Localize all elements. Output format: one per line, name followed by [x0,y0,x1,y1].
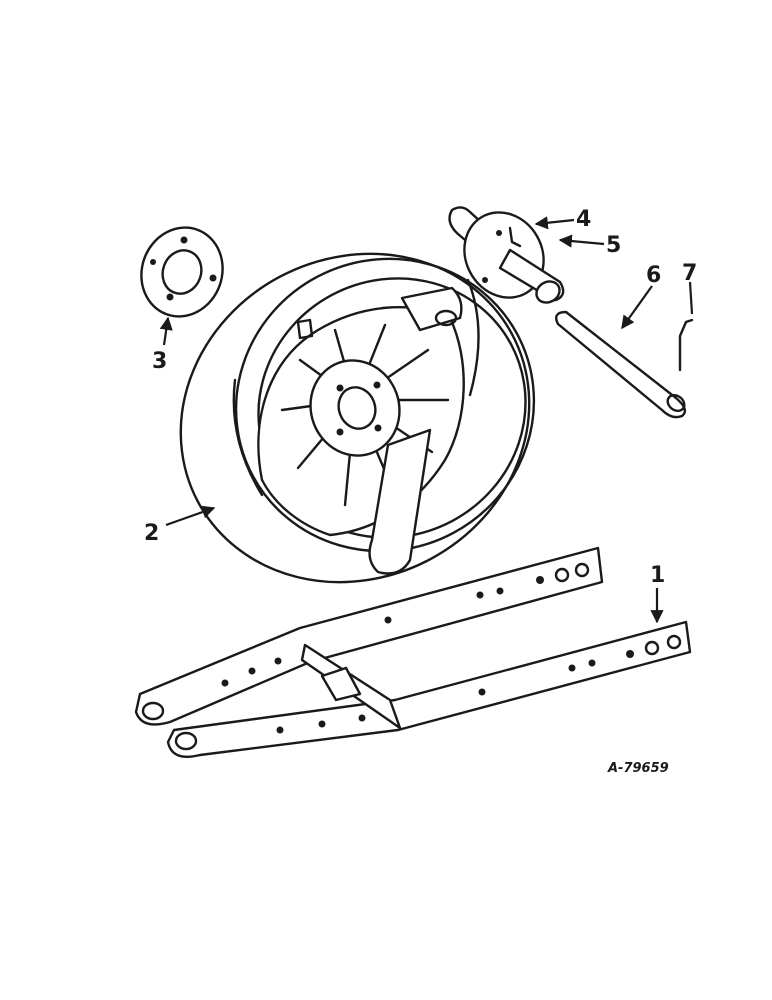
spacer-tube [555,310,687,419]
callout-3: 3 [152,349,167,374]
callout-1: 1 [650,563,665,588]
callout-7: 7 [682,261,697,286]
leader-lines [159,216,694,624]
pin [678,318,694,372]
callout-5: 5 [606,233,621,258]
callout-4: 4 [576,207,591,232]
wheel [179,252,536,584]
callout-6: 6 [646,263,661,288]
axle-hub [448,206,565,304]
hub-plate [140,226,224,318]
drawbar-frame [134,546,692,759]
callout-2: 2 [144,521,159,546]
reference-code: A-79659 [607,761,669,776]
